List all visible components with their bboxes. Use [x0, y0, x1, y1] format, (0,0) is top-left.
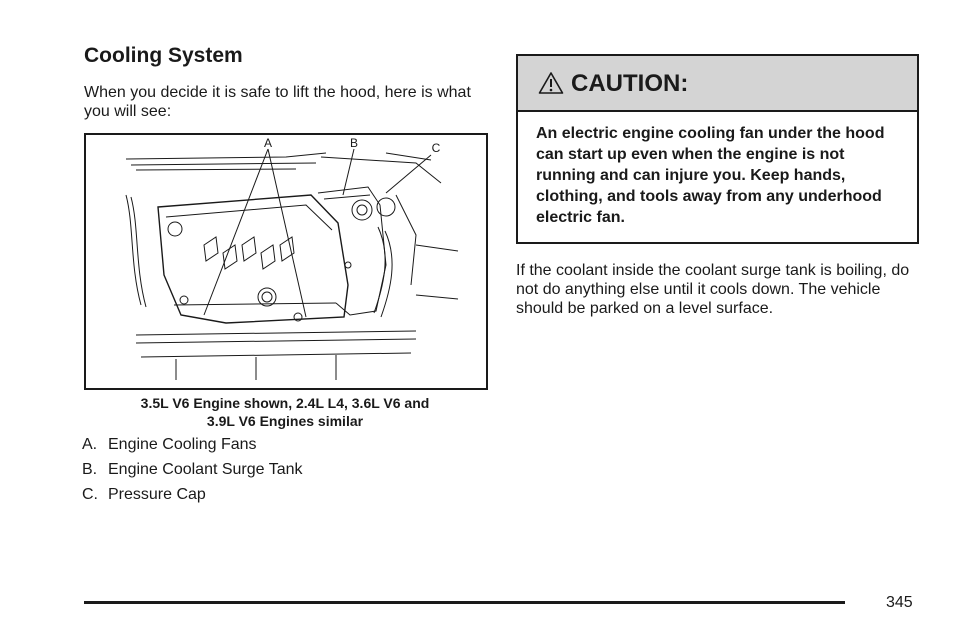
engine-line-drawing: A B C — [125, 136, 459, 380]
legend-letter: A. — [82, 436, 98, 453]
caption-line-1: 3.5L V6 Engine shown, 2.4L L4, 3.6L V6 a… — [140, 395, 430, 411]
section-heading: Cooling System — [84, 44, 243, 67]
legend-item-c: C. Pressure Cap — [82, 486, 206, 504]
legend-text: Engine Cooling Fans — [108, 436, 257, 453]
legend-text: Engine Coolant Surge Tank — [108, 461, 303, 478]
caution-title: CAUTION: — [571, 70, 689, 97]
caution-box: CAUTION: An electric engine cooling fan … — [516, 54, 919, 244]
intro-paragraph: When you decide it is safe to lift the h… — [84, 84, 471, 120]
page-number: 345 — [886, 594, 913, 611]
legend-text: Pressure Cap — [108, 486, 206, 503]
warning-triangle-icon — [538, 71, 564, 100]
callout-b: B — [350, 136, 358, 150]
legend-item-b: B. Engine Coolant Surge Tank — [82, 461, 303, 479]
engine-illustration: A B C — [84, 133, 488, 390]
legend-item-a: A. Engine Cooling Fans — [82, 436, 257, 454]
callout-c: C — [432, 141, 441, 155]
caption-line-2: 3.9L V6 Engines similar — [206, 413, 364, 429]
caution-header: CAUTION: — [518, 56, 917, 112]
caution-text: An electric engine cooling fan under the… — [536, 125, 885, 226]
callout-a: A — [264, 136, 272, 150]
figure-caption: 3.5L V6 Engine shown, 2.4L L4, 3.6L V6 a… — [84, 394, 486, 430]
legend-letter: C. — [82, 486, 98, 503]
footer-rule — [84, 601, 845, 604]
coolant-paragraph: If the coolant inside the coolant surge … — [516, 262, 910, 317]
legend-letter: B. — [82, 461, 98, 478]
